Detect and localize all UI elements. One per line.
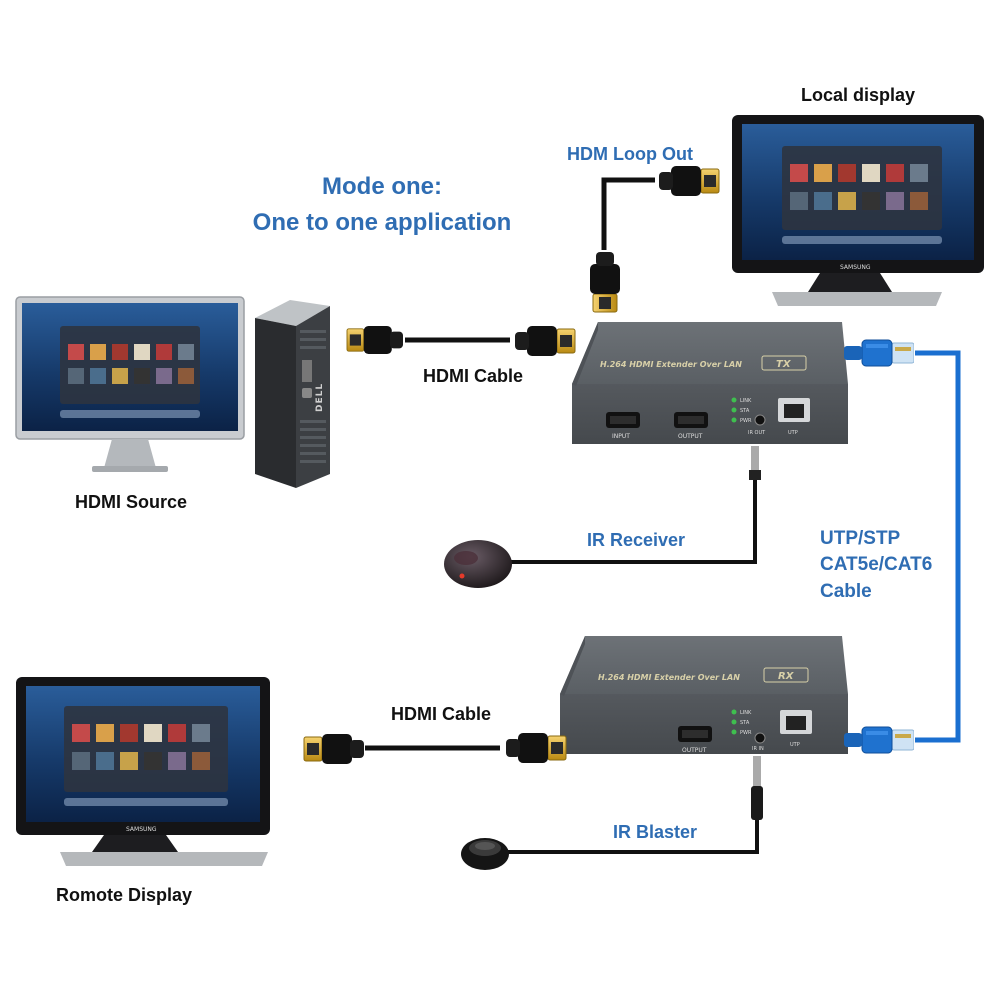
source-monitor xyxy=(15,296,245,472)
hdmi-loop-cable xyxy=(601,177,655,250)
utp-label-line2: CAT5e/CAT6 xyxy=(820,554,932,575)
utp-label-line1: UTP/STP xyxy=(820,528,901,549)
rj45-plug-rx xyxy=(844,726,914,754)
ir-jack-rx xyxy=(751,756,763,820)
tx-port-output-label: OUTPUT xyxy=(678,433,703,440)
diagram-title-line2: One to one application xyxy=(253,209,512,236)
rx-led-link-label: LINK xyxy=(740,710,752,716)
ir-blaster-label: IR Blaster xyxy=(613,822,697,842)
hdmi-plug-source-end xyxy=(346,326,404,354)
loop-out-label: HDM Loop Out xyxy=(567,144,693,164)
ir-blaster-device xyxy=(461,838,509,870)
rx-unit-badge: RX xyxy=(778,671,795,682)
tx-unit-badge: TX xyxy=(776,359,792,370)
rx-led-pwr-label: PWR xyxy=(740,730,752,736)
remote-display-label: Romote Display xyxy=(56,885,192,905)
local-display-monitor: SAMSUNG xyxy=(732,115,984,306)
hdmi-source-label: HDMI Source xyxy=(75,492,187,512)
local-display-label: Local display xyxy=(801,85,915,105)
tx-led-pwr-label: PWR xyxy=(740,418,752,424)
tx-port-utp-label: UTP xyxy=(788,430,798,436)
hdmi-plug-local-display xyxy=(658,166,720,196)
hdmi-cable-bottom-label: HDMI Cable xyxy=(391,704,491,724)
utp-cable xyxy=(915,350,961,743)
diagram-title-line1: Mode one: xyxy=(322,173,442,200)
ir-jack-tx xyxy=(749,446,761,480)
rx-led-sta-label: STA xyxy=(740,720,750,726)
hdmi-plug-remote-end xyxy=(303,734,365,764)
tx-port-ir-label: IR OUT xyxy=(748,430,766,436)
source-pc-tower: DELL xyxy=(255,300,330,488)
ir-receiver-cable xyxy=(510,475,757,564)
hdmi-plug-loop-bottom xyxy=(590,251,620,313)
remote-display-brand: SAMSUNG xyxy=(126,826,157,833)
ir-receiver-device xyxy=(444,540,512,588)
rx-unit-title: H.264 HDMI Extender Over LAN xyxy=(598,673,740,682)
utp-label-line3: Cable xyxy=(820,581,872,602)
ir-blaster-cable xyxy=(508,818,759,854)
rx-port-utp-label: UTP xyxy=(790,742,800,748)
hdmi-plug-rx-output xyxy=(505,733,567,763)
tx-extender-unit: H.264 HDMI Extender Over LAN TX INPUT OU… xyxy=(572,322,848,444)
hdmi-cable-top-label: HDMI Cable xyxy=(423,366,523,386)
pc-brand-text: DELL xyxy=(315,383,325,412)
ir-receiver-label: IR Receiver xyxy=(587,530,685,550)
rx-port-output-label: OUTPUT xyxy=(682,747,707,754)
rx-extender-unit: H.264 HDMI Extender Over LAN RX OUTPUT L… xyxy=(560,636,848,754)
remote-display-monitor: SAMSUNG xyxy=(16,677,270,866)
tx-unit-title: H.264 HDMI Extender Over LAN xyxy=(600,360,742,369)
local-display-brand: SAMSUNG xyxy=(840,264,871,271)
rj45-plug-tx xyxy=(844,339,914,367)
rx-port-ir-label: IR IN xyxy=(752,746,764,752)
tx-led-link-label: LINK xyxy=(740,398,752,404)
tx-led-sta-label: STA xyxy=(740,408,750,414)
hdmi-plug-tx-input xyxy=(514,326,576,356)
tx-port-input-label: INPUT xyxy=(612,433,630,440)
